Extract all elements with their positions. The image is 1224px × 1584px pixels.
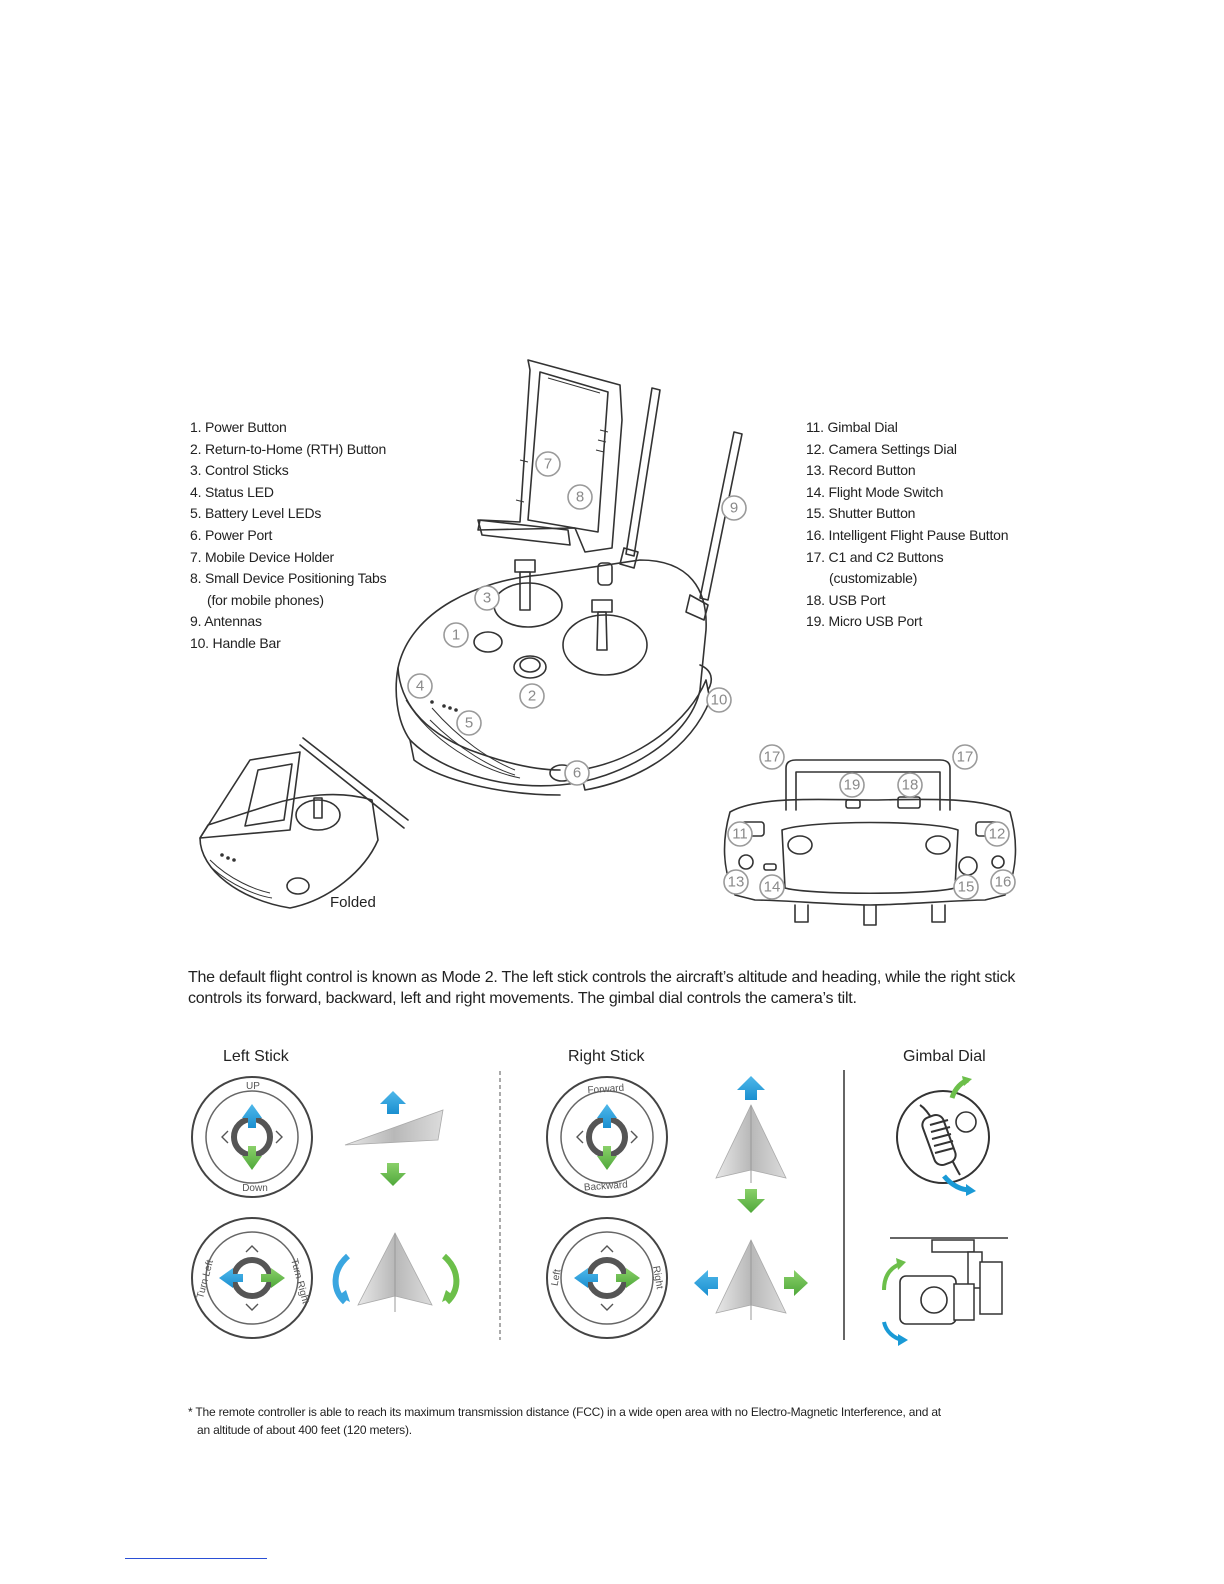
legend-left: 1. Power Button 2. Return-to-Home (RTH) … [190, 417, 387, 655]
callout-18: 18 [897, 772, 923, 798]
legend-item: 17. C1 and C2 Buttons [806, 548, 944, 565]
footer-rule [125, 1558, 267, 1559]
heading-illustration [332, 1232, 460, 1312]
svg-text:10: 10 [711, 692, 728, 709]
svg-text:19: 19 [844, 777, 861, 794]
callouts-main: 7 8 9 3 1 2 4 5 10 6 [407, 451, 747, 786]
folded-controller-illustration [199, 737, 409, 909]
callout-14: 14 [759, 874, 785, 900]
svg-text:2: 2 [528, 688, 536, 705]
svg-text:7: 7 [544, 456, 552, 473]
left-stick-up-down-dial: UP Down [191, 1076, 313, 1198]
footnote-line-1: * The remote controller is able to reach… [188, 1405, 941, 1419]
legend-item-continuation: (customizable) [829, 570, 918, 587]
legend-item: 19. Micro USB Port [806, 613, 923, 630]
svg-text:6: 6 [573, 765, 581, 782]
left-stick-turn-dial: Turn Left Turn Right [191, 1217, 313, 1339]
controller-body [395, 559, 713, 796]
legend-item: 7. Mobile Device Holder [190, 548, 335, 565]
legend-item: 4. Status LED [190, 483, 274, 500]
svg-text:16: 16 [995, 874, 1012, 891]
legend-item: 15. Shutter Button [806, 505, 916, 522]
legend-item: 10. Handle Bar [190, 634, 281, 651]
svg-text:17: 17 [957, 749, 974, 766]
right-stick-forward-backward-dial: Forward Backward [546, 1076, 668, 1198]
svg-text:4: 4 [416, 678, 424, 695]
label-left: Left [550, 1268, 564, 1287]
mobile-device-holder [477, 359, 623, 553]
roll-illustration [694, 1239, 808, 1320]
callout-10: 10 [706, 687, 732, 713]
svg-text:14: 14 [764, 879, 781, 896]
svg-text:9: 9 [730, 500, 738, 517]
remote-controller-illustration: 7 8 9 3 1 2 4 5 10 6 [395, 359, 747, 796]
legend-item: 11. Gimbal Dial [806, 419, 898, 435]
svg-text:12: 12 [989, 826, 1006, 843]
callout-1: 1 [443, 622, 469, 648]
svg-text:15: 15 [958, 879, 975, 896]
gimbal-dial-illustration [896, 1076, 990, 1196]
right-stick-heading: Right Stick [568, 1048, 645, 1065]
gimbal-camera-illustration [882, 1237, 1008, 1346]
callout-13: 13 [723, 869, 749, 895]
callout-2: 2 [519, 683, 545, 709]
legend-right: 11. Gimbal Dial 12. Camera Settings Dial… [806, 417, 1009, 633]
antennas [619, 387, 743, 621]
left-stick-heading: Left Stick [223, 1048, 289, 1065]
mode2-description: The default flight control is known as M… [188, 969, 1016, 1007]
legend-item-continuation: (for mobile phones) [207, 591, 324, 608]
legend-item: 18. USB Port [806, 591, 886, 608]
svg-text:5: 5 [465, 715, 473, 732]
svg-text:13: 13 [728, 874, 745, 891]
legend-item: 14. Flight Mode Switch [806, 483, 944, 500]
svg-text:8: 8 [576, 489, 584, 506]
svg-text:1: 1 [452, 627, 460, 644]
callout-4: 4 [407, 673, 433, 699]
altitude-illustration [344, 1091, 444, 1186]
legend-item: 9. Antennas [190, 613, 262, 630]
legend-item: 2. Return-to-Home (RTH) Button [190, 440, 387, 457]
callout-17-left: 17 [759, 744, 785, 770]
callout-11: 11 [727, 821, 753, 847]
legend-item: 5. Battery Level LEDs [190, 505, 322, 522]
svg-text:18: 18 [902, 777, 919, 794]
legend-item: 8. Small Device Positioning Tabs [190, 570, 387, 587]
pitch-illustration [715, 1076, 787, 1213]
callout-9: 9 [721, 495, 747, 521]
label-forward: Forward [587, 1083, 624, 1097]
label-right: Right [650, 1265, 665, 1290]
callout-12: 12 [984, 821, 1010, 847]
legend-item: 16. Intelligent Flight Pause Button [806, 526, 1009, 543]
legend-item: 1. Power Button [190, 419, 287, 435]
callouts-back: 17 17 19 18 11 12 13 14 15 16 [723, 744, 1016, 900]
callout-19: 19 [839, 772, 865, 798]
callout-3: 3 [474, 585, 500, 611]
label-up: UP [246, 1081, 260, 1092]
folded-label: Folded [330, 894, 376, 911]
control-diagrams: UP Down Turn Left Turn Right Forward Bac… [191, 1070, 1008, 1346]
right-stick-left-right-dial: Left Right [546, 1217, 668, 1339]
callout-6: 6 [564, 760, 590, 786]
callout-7: 7 [535, 451, 561, 477]
legend-item: 3. Control Sticks [190, 462, 289, 479]
callout-16: 16 [990, 869, 1016, 895]
label-down: Down [242, 1183, 268, 1194]
label-backward: Backward [584, 1179, 629, 1193]
footnote-line-2: an altitude of about 400 feet (120 meter… [197, 1423, 412, 1437]
footnote: * The remote controller is able to reach… [188, 1403, 1048, 1439]
svg-text:17: 17 [764, 749, 781, 766]
gimbal-dial-heading: Gimbal Dial [903, 1048, 986, 1065]
svg-text:11: 11 [732, 826, 748, 843]
callout-8: 8 [567, 484, 593, 510]
legend-item: 6. Power Port [190, 526, 273, 543]
callout-17-right: 17 [952, 744, 978, 770]
callout-5: 5 [456, 710, 482, 736]
controller-back-view: 17 17 19 18 11 12 13 14 15 16 [723, 744, 1017, 926]
svg-text:3: 3 [483, 590, 491, 607]
legend-item: 13. Record Button [806, 462, 916, 479]
legend-item: 12. Camera Settings Dial [806, 440, 957, 457]
callout-15: 15 [953, 874, 979, 900]
